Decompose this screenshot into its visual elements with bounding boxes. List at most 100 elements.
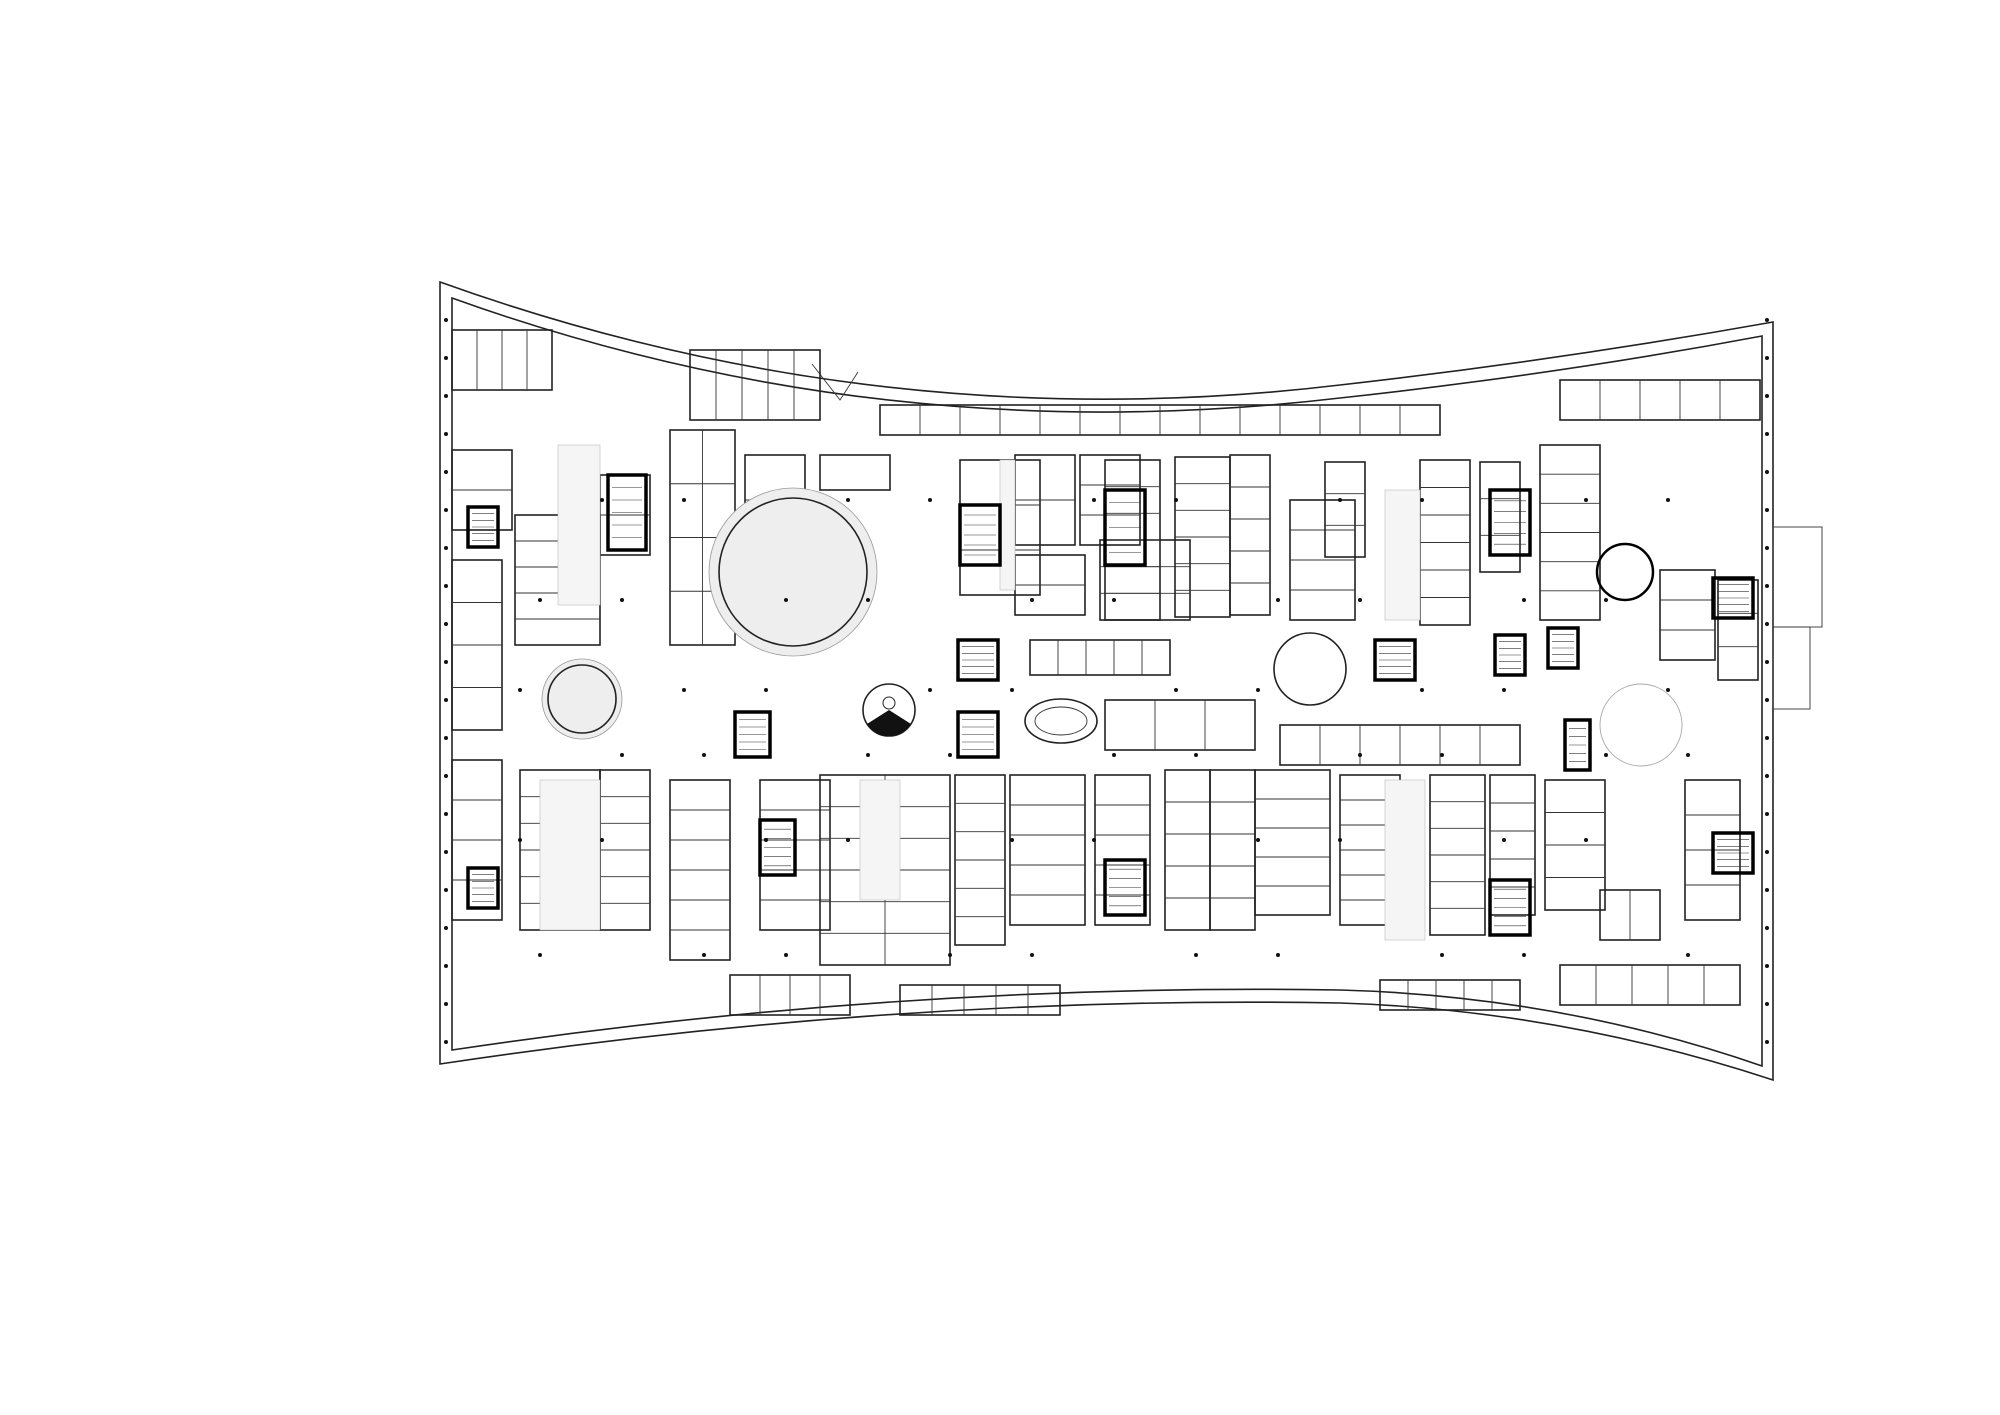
column: [1666, 688, 1670, 692]
column: [600, 838, 604, 842]
column: [444, 318, 448, 322]
column: [620, 598, 624, 602]
column: [444, 1002, 448, 1006]
main-atrium: [718, 497, 868, 647]
column: [444, 1040, 448, 1044]
stair-core: [1373, 638, 1417, 682]
column: [1765, 736, 1769, 740]
column: [1440, 953, 1444, 957]
column: [1765, 584, 1769, 588]
stair-core: [1711, 576, 1755, 620]
corridor-strip: [1384, 489, 1421, 621]
column: [1502, 688, 1506, 692]
corridor-strip: [557, 444, 601, 606]
column: [1256, 688, 1260, 692]
atriums: [541, 487, 1683, 767]
column: [784, 598, 788, 602]
column: [784, 953, 788, 957]
stair-core: [606, 473, 648, 552]
column: [1765, 926, 1769, 930]
column: [444, 622, 448, 626]
column: [1765, 774, 1769, 778]
room-block: [1489, 774, 1536, 916]
column: [702, 953, 706, 957]
column: [1765, 470, 1769, 474]
stair-core: [958, 503, 1002, 567]
column: [948, 953, 952, 957]
room-block: [1659, 569, 1716, 661]
column: [682, 688, 686, 692]
stair-core: [466, 505, 500, 549]
corridor-strip: [999, 459, 1016, 591]
column: [444, 394, 448, 398]
column: [1765, 546, 1769, 550]
column: [846, 838, 850, 842]
column: [1358, 753, 1362, 757]
corridor-strip: [859, 779, 901, 901]
column: [1765, 964, 1769, 968]
column: [1092, 838, 1096, 842]
room-block: [1379, 979, 1521, 1011]
column: [444, 964, 448, 968]
column: [1765, 394, 1769, 398]
column: [518, 688, 522, 692]
column: [444, 698, 448, 702]
room-block: [1079, 454, 1141, 546]
column: [620, 753, 624, 757]
column: [444, 660, 448, 664]
column: [1522, 953, 1526, 957]
column: [1765, 812, 1769, 816]
column: [1765, 698, 1769, 702]
column: [846, 498, 850, 502]
column: [1686, 953, 1690, 957]
column: [1358, 598, 1362, 602]
stair-core: [1546, 626, 1580, 670]
room-block: [1164, 769, 1211, 931]
column: [1502, 838, 1506, 842]
stair-core: [466, 866, 500, 910]
column: [1174, 688, 1178, 692]
column: [1666, 498, 1670, 502]
room-block: [1029, 639, 1171, 676]
right-annex: [1772, 526, 1823, 710]
building-outline: [439, 280, 1774, 1082]
room-block: [1229, 454, 1271, 616]
column: [928, 688, 932, 692]
room-block: [899, 984, 1061, 1016]
column: [1194, 753, 1198, 757]
column: [1256, 838, 1260, 842]
column: [1440, 753, 1444, 757]
column: [1338, 498, 1342, 502]
stair-core: [733, 710, 772, 759]
column: [444, 584, 448, 588]
column: [444, 888, 448, 892]
column: [1112, 753, 1116, 757]
column: [1522, 598, 1526, 602]
atrium-center-east: [1273, 632, 1347, 706]
column: [1276, 953, 1280, 957]
column: [1194, 953, 1198, 957]
column: [444, 926, 448, 930]
column: [1420, 498, 1424, 502]
stair-core: [1563, 718, 1592, 772]
column: [1765, 432, 1769, 436]
oval-room: [1024, 698, 1098, 744]
atrium-west: [547, 664, 617, 734]
column: [444, 850, 448, 854]
stair-core: [1103, 488, 1147, 567]
column: [518, 838, 522, 842]
column: [444, 432, 448, 436]
stair-core: [1103, 858, 1147, 917]
room-block: [1094, 774, 1151, 926]
room-block: [1104, 699, 1256, 751]
stair-core: [1493, 633, 1527, 677]
column: [600, 498, 604, 502]
stair-core: [758, 818, 797, 877]
column: [1765, 318, 1769, 322]
room-block: [1717, 579, 1759, 681]
corridor-strip: [539, 779, 601, 931]
room-block: [1559, 379, 1761, 421]
stair-core: [1488, 488, 1532, 557]
column: [1765, 660, 1769, 664]
column: [1765, 622, 1769, 626]
